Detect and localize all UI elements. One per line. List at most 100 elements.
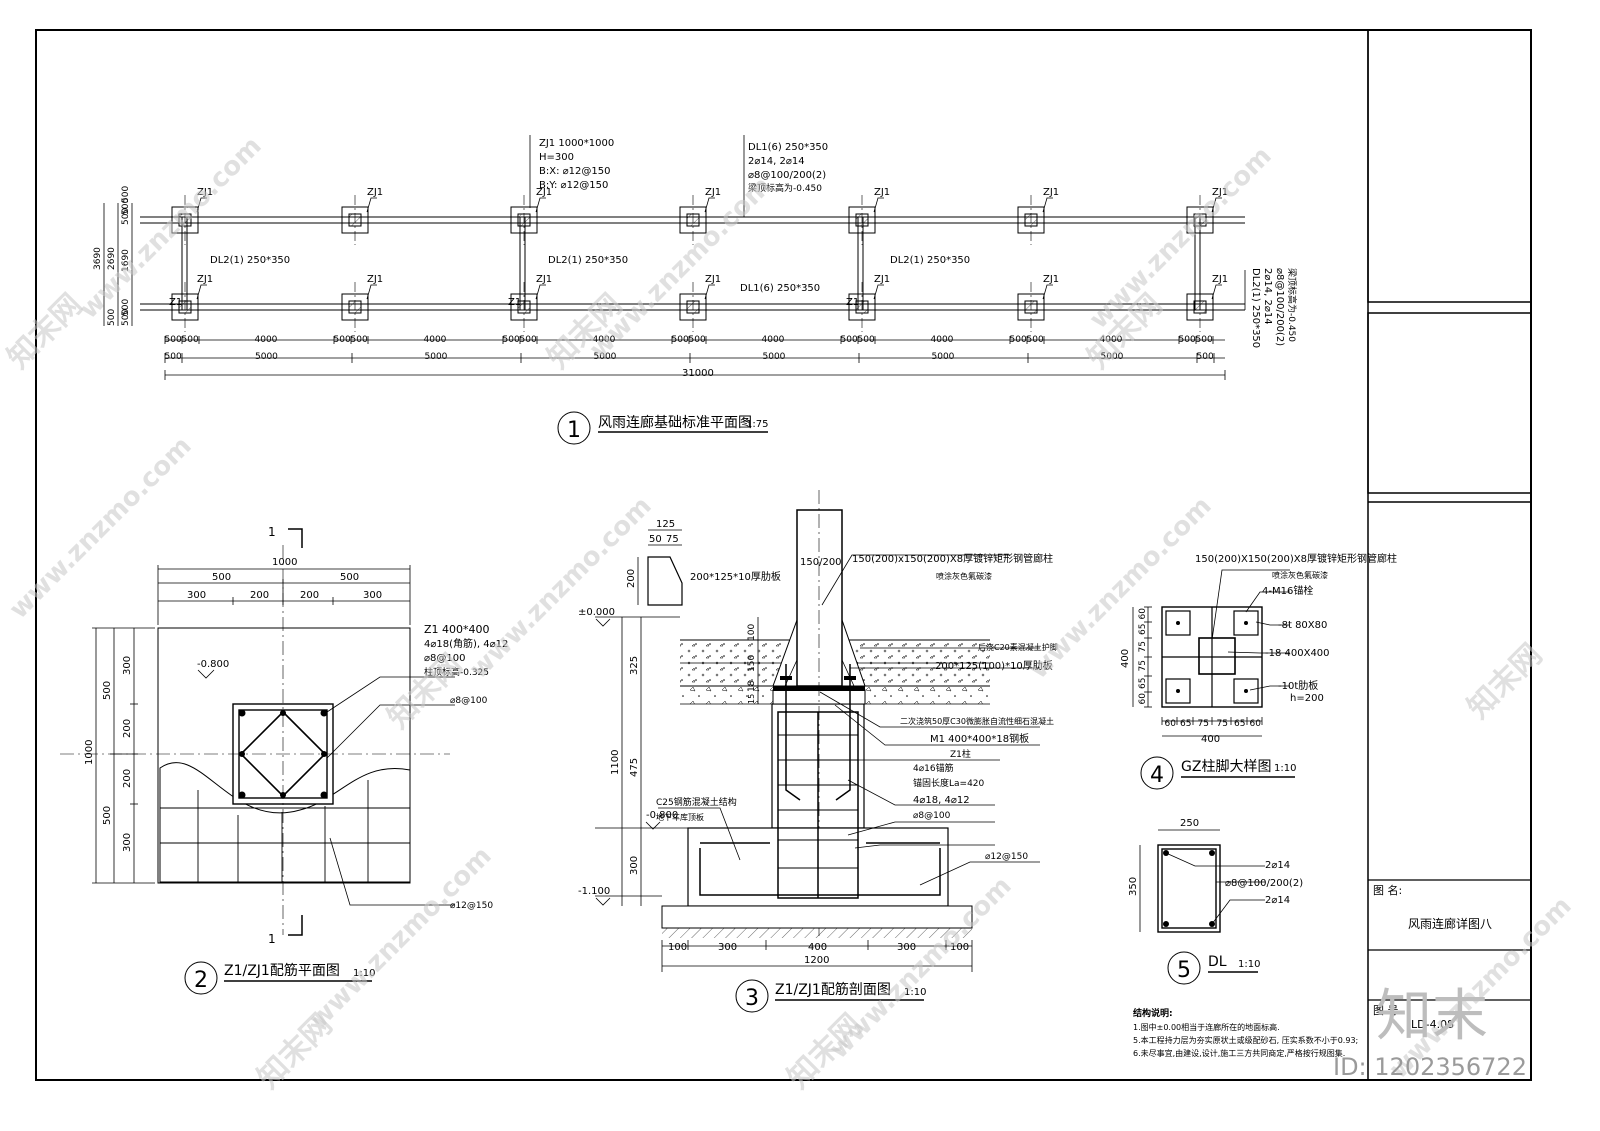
p1-left-dim-2: 500 [121,186,131,203]
dl2-label-2: DL2(1) 250*350 [548,255,628,266]
p2-top-half-1: 500 [340,572,359,583]
dim-row2-6: 5000 [1101,352,1124,362]
s3-bdim-2: 400 [808,942,827,953]
d4-bottom-dim-5: 60 [1250,719,1262,729]
dim-row1-10: 500 [689,335,706,345]
dim-row1-16: 500 [1027,335,1044,345]
dim-row1-4: 500 [351,335,368,345]
zj1-label: ZJ1 [197,187,213,198]
dim-row1-14: 4000 [931,335,954,345]
dim-row2-0: 500 [165,352,182,362]
dl2-label-3: DL2(1) 250*350 [890,255,970,266]
p1-left-dim-1: 500 [121,208,131,225]
dim-total: 31000 [682,368,714,379]
p1-left-dim-5: 3690 [93,247,103,270]
p2-elev: -0.800 [197,659,229,670]
small-dim-0: 100 [747,624,757,641]
drawing-name-label: 图 名: [1373,883,1402,897]
s3-bdim-0: 100 [668,942,687,953]
p2-top-part-0: 300 [187,590,206,601]
dim-row1-1: 500 [182,335,199,345]
p2-top-part-1: 200 [250,590,269,601]
dim-row1-2: 4000 [255,335,278,345]
elev-2: -1.100 [578,886,610,897]
plan2-scale: 1:10 [353,968,375,979]
small-dim-2: 18 [747,680,757,692]
zj1-label: ZJ1 [367,274,383,285]
watermark-brand-1: 知末网 [1,287,89,375]
p2-note-2: ⌀8@100 [424,653,465,664]
s3-bdim-3: 300 [897,942,916,953]
d5-note-2: 2⌀14 [1265,895,1290,906]
z1-label: Z1 [846,297,859,308]
s3-left-dim-0: 325 [629,656,640,675]
s3-bdim-4: 100 [950,942,969,953]
d4-title: GZ柱脚大样图 [1181,759,1271,775]
d4-bottom-dim-1: 65 [1180,719,1191,729]
elev-1: -0.800 [646,810,678,821]
plan-2: 1 1 1000 500 500 300 200 200 300 1000 50… [60,525,508,995]
plate-dim-2: 75 [666,534,679,545]
s3-rnote-9: ⌀12@150 [985,852,1028,862]
s3-bdim-total: 1200 [804,955,829,966]
d4-left-dim-2: 75 [1138,641,1148,652]
d4-bottom-dim-0: 60 [1165,719,1177,729]
watermark-brand-5: 知末网 [1461,637,1549,725]
col-note-0: 150(200)x150(200)X8厚镀锌矩形钢管廊柱 [852,552,1053,565]
dim-row2-3: 5000 [594,352,617,362]
p2-left-half-1: 500 [102,806,113,825]
d5-note-0: 2⌀14 [1265,860,1290,871]
p2-note-0: Z1 400*400 [424,623,490,636]
z1-label: Z1 [169,297,182,308]
d4-left-dim-3: 75 [1138,660,1148,671]
d4-bottom-dim-2: 75 [1198,719,1209,729]
d4-note-4: -18 400X400 [1265,648,1330,659]
drawing-no: LD-4.08 [1411,1018,1454,1031]
d4-note-6: h=200 [1290,693,1324,704]
dl2-label-1: DL2(1) 250*350 [210,255,290,266]
dl1-note-0: DL1(6) 250*350 [748,142,828,153]
p2-top-part-2: 200 [300,590,319,601]
s3-rnote-6: 锚固长度La=420 [913,777,985,789]
p1-left-dim-7: 500 [121,309,131,326]
p2-top-part-3: 300 [363,590,382,601]
notes-line-2: 6.未尽事宜,由建设,设计,施工三方共同商定,严格按行规图集. [1133,1048,1345,1058]
zj1-label: ZJ1 [1043,187,1059,198]
plate-dim-1: 50 [649,534,662,545]
d4-bottom-dim-3: 75 [1217,719,1228,729]
dim-row1-7: 500 [520,335,537,345]
plan2-title: Z1/ZJ1配筋平面图 [224,962,340,979]
watermark-layer: www.znzmo.com www.znzmo.com www.znzmo.co… [1,131,1578,1096]
s3-rnote-4: Z1柱 [950,748,971,760]
s3-lnote-0: C25钢筋混凝土结构 [656,796,737,808]
p2-stirrup: ⌀8@100 [450,696,488,706]
dim-row1-5: 4000 [424,335,447,345]
dim-row2-2: 5000 [425,352,448,362]
small-dim-1: 150 [747,655,757,672]
d4-left-total: 400 [1120,649,1131,668]
d5-title: DL [1208,954,1227,970]
dim-row1-15: 500 [1010,335,1027,345]
d5-w: 250 [1180,818,1199,829]
plate-dim-3: 200 [626,569,637,588]
z1-label: Z1 [508,297,521,308]
dl1-note-3: 梁顶标高为-0.450 [748,182,822,194]
zj1-label: ZJ1 [1212,274,1228,285]
notes-line-0: 1.图中±0.00相当于连廊所在的地面标高. [1133,1022,1280,1032]
d4-bottom-dim-4: 65 [1234,719,1245,729]
p2-top-half-0: 500 [212,572,231,583]
dim-row1-9: 500 [672,335,689,345]
sect3-num: 3 [745,986,759,1011]
drawing-name: 风雨连廊详图八 [1408,916,1492,931]
dim-row1-11: 4000 [762,335,785,345]
notes-head: 结构说明: [1133,1007,1173,1019]
dl1-note-2: ⌀8@100/200(2) [748,170,826,181]
sec-mark-bottom: 1 [268,932,276,946]
plan1-num: 1 [567,418,581,443]
dim-row1-13: 500 [858,335,875,345]
zj1-label: ZJ1 [874,187,890,198]
right-note-2: ⌀8@100/200(2) [1274,268,1285,346]
d4-note-0: 150(200)X150(200)X8厚镀锌矩形钢管廊柱 [1195,552,1397,565]
watermark-site-4: www.znzmo.com [4,431,198,625]
zj1-label: ZJ1 [705,274,721,285]
